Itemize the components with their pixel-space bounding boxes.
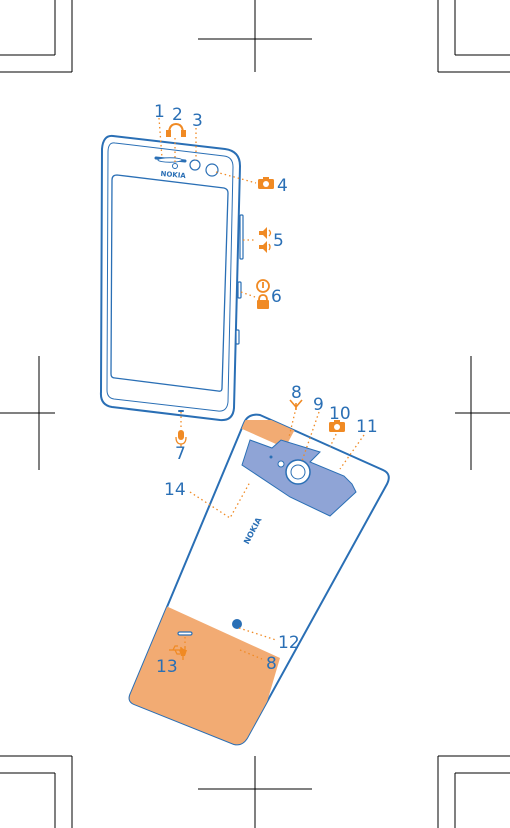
callout-7: 7: [175, 444, 186, 464]
loudspeaker-grille: [232, 619, 242, 629]
phone-screen: [111, 175, 228, 391]
camera-flash: [278, 461, 284, 467]
callout-6: 6: [271, 287, 282, 307]
callout-1: 1: [154, 102, 165, 122]
lock-icon: [257, 295, 269, 309]
callout-5: 5: [273, 231, 284, 251]
side-key-camera: [236, 330, 239, 344]
callout-10: 10: [329, 404, 351, 424]
callout-4: 4: [277, 176, 288, 196]
phone-front: NOKIA: [101, 136, 243, 420]
camera-icon: [258, 177, 274, 189]
callout-3: 3: [192, 111, 203, 131]
callout-8-bottom: 8: [266, 654, 277, 674]
bottom-mic-hole: [178, 410, 184, 412]
callout-14: 14: [164, 480, 186, 500]
callout-11: 11: [356, 417, 378, 437]
volume-down-icon: [259, 241, 270, 253]
volume-up-icon: [259, 227, 271, 239]
callout-8-top: 8: [291, 383, 302, 403]
power-icon: [257, 280, 269, 292]
callout-13: 13: [156, 657, 178, 677]
phone-back: NOKIA: [100, 415, 389, 760]
side-key-power: [238, 282, 241, 298]
usb-port: [178, 632, 192, 635]
side-key-volume: [240, 215, 243, 259]
earpiece-inner: [158, 158, 182, 162]
secondary-mic: [270, 456, 273, 459]
main-camera-lens: [286, 460, 310, 484]
callout-2: 2: [172, 105, 183, 125]
callout-9: 9: [313, 395, 324, 415]
headphones-icon: [167, 124, 185, 136]
callout-12: 12: [278, 633, 300, 653]
